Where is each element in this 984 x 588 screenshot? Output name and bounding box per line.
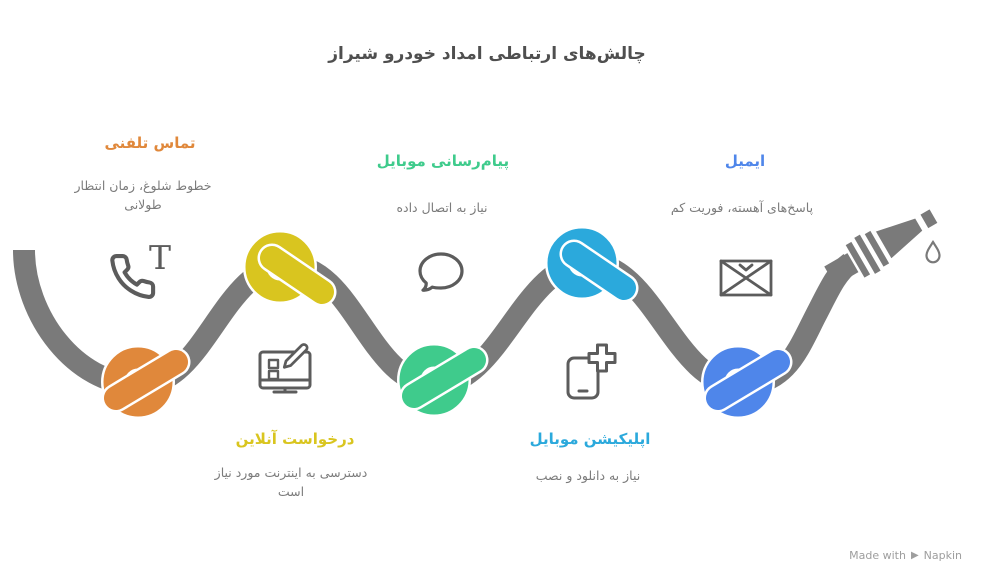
checkbox: [267, 358, 280, 370]
napkin-logo-icon: ▶: [910, 550, 919, 561]
form-stand: [272, 386, 298, 394]
item-desc-online-request: دسترسی به اینترنت مورد نیاز است: [214, 465, 368, 500]
nozzle-cone: [872, 215, 926, 263]
email-icon: [716, 256, 776, 304]
form-screen: [258, 350, 312, 390]
online-request-icon: [252, 340, 324, 410]
phone-handset-icon: [110, 254, 156, 299]
envelope-diagonals: [719, 259, 773, 297]
nozzle-rib: [861, 227, 893, 271]
mobile-app-icon: [556, 342, 622, 408]
item-desc-mobile-messaging: نیاز به اتصال داده: [396, 200, 488, 215]
knot-email: [701, 345, 793, 419]
item-title-email: ایمیل: [724, 152, 766, 170]
plus-icon: [587, 343, 617, 373]
pencil-icon: [282, 343, 309, 369]
water-drop-icon: [925, 239, 941, 264]
item-desc-mobile-app: نیاز به دانلود و نصب: [535, 468, 641, 483]
knot-mobile-app: [545, 226, 639, 303]
item-title-phone-call: تماس تلفنی: [104, 134, 196, 152]
checkbox: [267, 369, 280, 381]
knot-phone-call: [101, 345, 191, 419]
smartphone-body: [566, 356, 600, 400]
item-desc-phone-call: خطوط شلوغ، زمان انتظار طولانی: [74, 178, 212, 213]
watermark-text: Made with: [849, 549, 906, 562]
knot-online-request: [243, 230, 337, 307]
nozzle-tip: [917, 205, 941, 232]
nozzle-rib: [850, 231, 885, 278]
item-desc-email: پاسخ‌های آهسته، فوریت کم: [670, 200, 814, 215]
item-title-mobile-app: اپلیکیشن موبایل: [529, 430, 651, 448]
chat-bubble-icon: [414, 248, 470, 308]
nozzle-rib: [842, 238, 874, 282]
knot-mobile-messaging: [397, 343, 489, 417]
item-title-mobile-messaging: پیام‌رسانی موبایل: [376, 152, 510, 170]
phone-call-icon: T: [100, 236, 196, 312]
item-title-online-request: درخواست آنلاین: [235, 430, 355, 448]
speech-bubble: [418, 252, 464, 292]
watermark: Made with ▶ Napkin: [849, 549, 962, 562]
page-title: چالش‌های ارتباطی امداد خودرو شیراز: [328, 44, 646, 64]
hose-nozzle-icon: [824, 205, 941, 286]
letter-t: T: [149, 238, 171, 277]
envelope-body: [719, 259, 773, 297]
brand-name: Napkin: [923, 549, 962, 562]
envelope-flap-chevron: [738, 263, 754, 272]
